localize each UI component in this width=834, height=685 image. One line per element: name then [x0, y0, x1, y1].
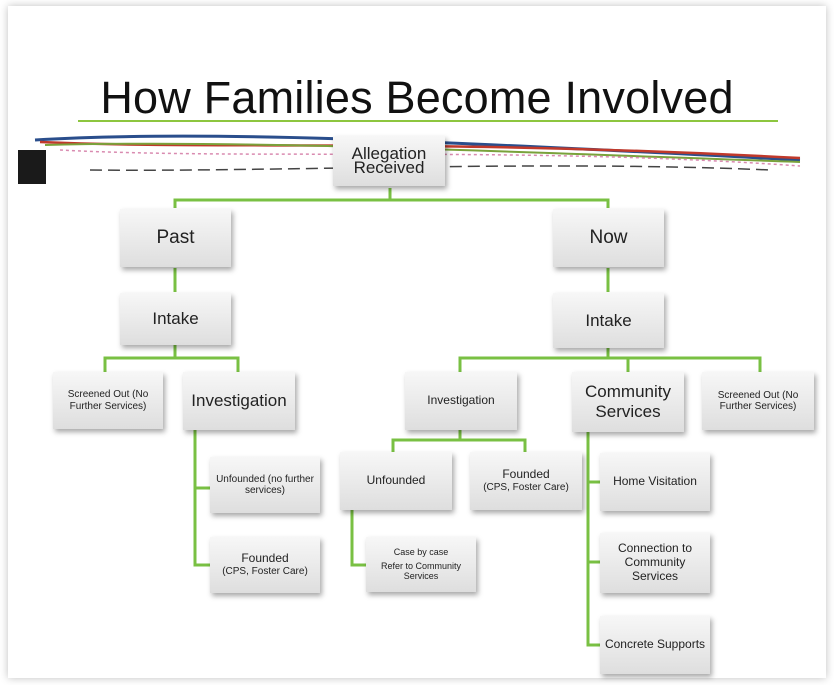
title-underline — [78, 120, 778, 122]
node-past-founded-line2: (CPS, Foster Care) — [222, 566, 308, 578]
node-past-founded-line1: Founded — [241, 551, 289, 566]
decorative-block — [18, 150, 46, 184]
node-now-unfounded: Unfounded — [340, 452, 452, 510]
node-now: Now — [553, 209, 664, 267]
node-now-screened-out: Screened Out (No Further Services) — [702, 372, 814, 430]
node-community-services: Community Services — [572, 372, 684, 432]
node-case-line1: Case by case — [393, 547, 449, 558]
node-past-intake: Intake — [120, 293, 231, 345]
node-connection-community: Connection to Community Services — [600, 533, 710, 593]
node-past-unfounded: Unfounded (no further services) — [210, 457, 320, 513]
node-past: Past — [120, 209, 231, 267]
node-case-line2: Refer to Community Services — [380, 560, 462, 582]
node-concrete-supports: Concrete Supports — [600, 616, 710, 674]
node-past-founded: Founded (CPS, Foster Care) — [210, 537, 320, 593]
node-now-founded-line2: (CPS, Foster Care) — [483, 482, 569, 494]
node-now-founded-line1: Founded — [502, 467, 550, 482]
node-now-founded: Founded (CPS, Foster Care) — [470, 452, 582, 510]
node-past-investigation: Investigation — [183, 372, 295, 430]
node-allegation-received: Allegation Received — [333, 136, 445, 186]
page-title: How Families Become Involved — [100, 72, 734, 123]
node-home-visitation: Home Visitation — [600, 453, 710, 511]
node-allegation-line1: Allegation — [351, 144, 427, 164]
node-case-by-case: Case by case Refer to Community Services — [366, 537, 476, 592]
node-past-screened-out: Screened Out (No Further Services) — [53, 372, 163, 429]
node-now-investigation: Investigation — [405, 372, 517, 430]
node-allegation-line2: Received — [353, 158, 425, 177]
node-now-intake: Intake — [553, 293, 664, 348]
